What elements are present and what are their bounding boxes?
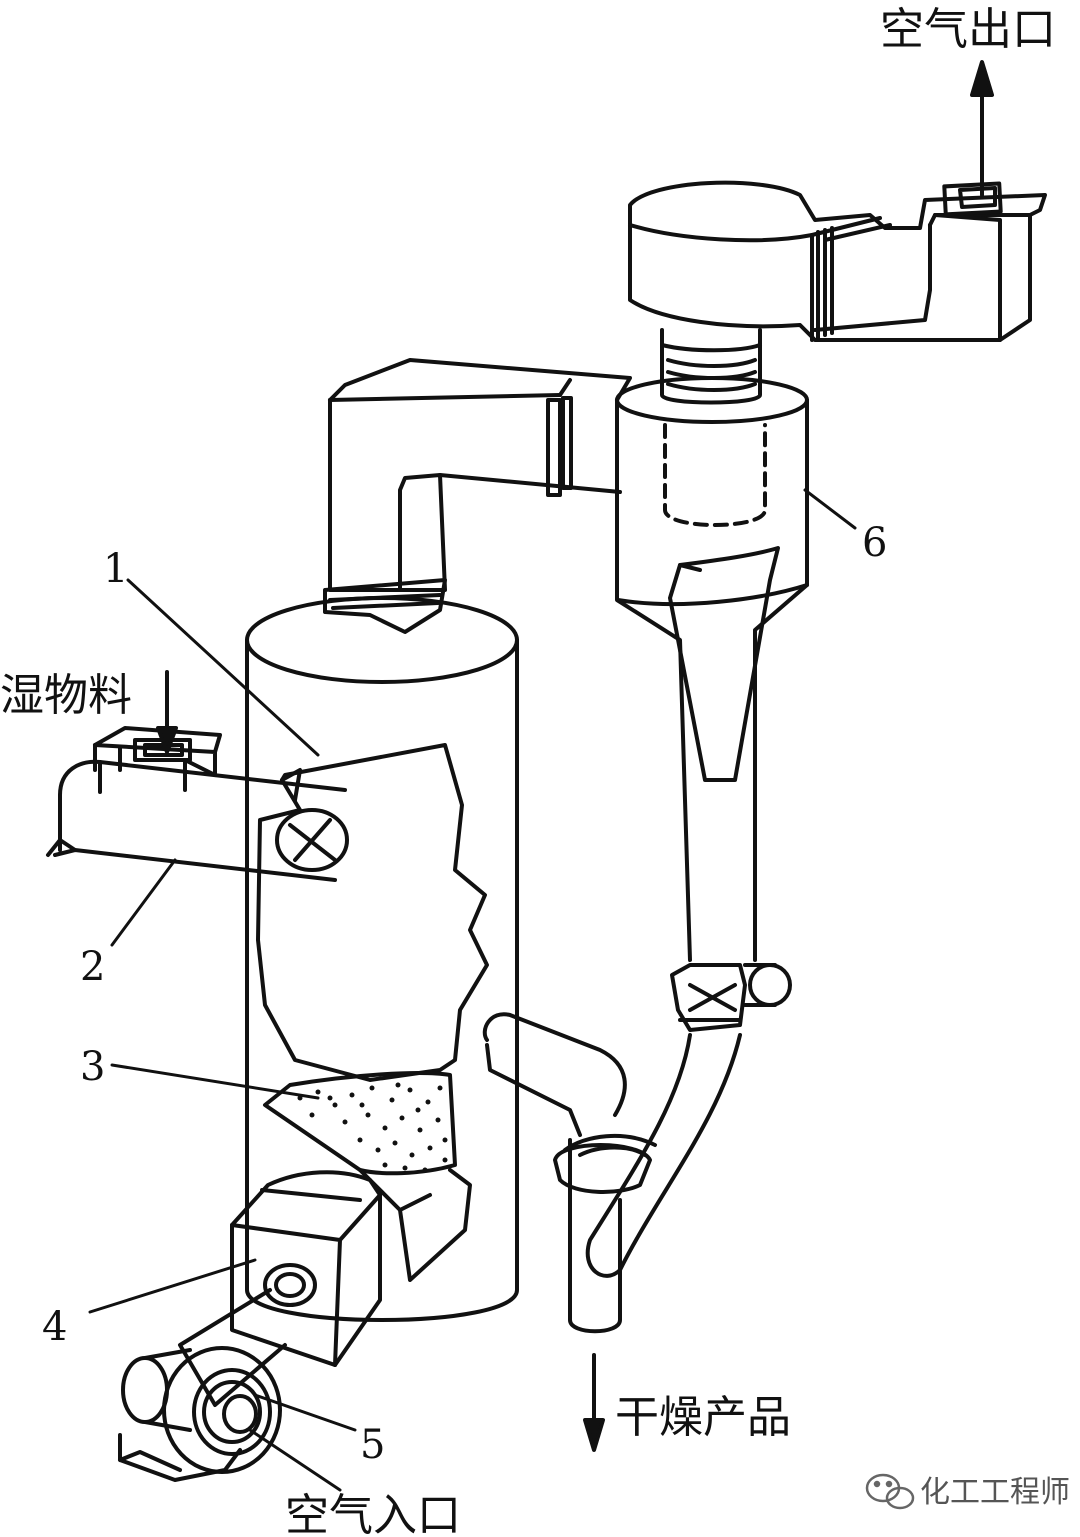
screw-feeder <box>46 726 349 882</box>
callout-6: 6 <box>862 520 887 566</box>
wechat-icon <box>865 1473 915 1510</box>
callout-4: 4 <box>42 1304 67 1350</box>
label-wet-material: 湿物料 <box>0 670 132 721</box>
cyclone-discharge-valve <box>585 963 792 1278</box>
callout-5: 5 <box>360 1422 385 1468</box>
fan-neck <box>660 328 762 405</box>
blower <box>118 1288 287 1482</box>
cyclone-separator <box>615 376 809 962</box>
callout-leaders <box>88 488 857 1492</box>
label-dry-product: 干燥产品 <box>615 1392 791 1443</box>
air-outlet-arrow <box>970 60 994 197</box>
connecting-duct <box>323 358 632 634</box>
callout-1: 1 <box>103 546 128 592</box>
watermark-text: 化工工程师 <box>920 1475 1070 1510</box>
callout-2: 2 <box>80 944 105 990</box>
callout-3: 3 <box>80 1044 105 1090</box>
product-discharge-pipe <box>482 1012 657 1334</box>
air-heater <box>230 1170 382 1367</box>
wet-material-arrow <box>156 670 178 754</box>
dry-product-arrow <box>583 1353 605 1452</box>
label-air-inlet: 空气入口 <box>285 1490 461 1537</box>
drying-column <box>245 596 519 1322</box>
label-air-outlet: 空气出口 <box>880 4 1056 55</box>
exhaust-fan-housing <box>628 180 1047 342</box>
fluidized-particles <box>297 1082 448 1173</box>
